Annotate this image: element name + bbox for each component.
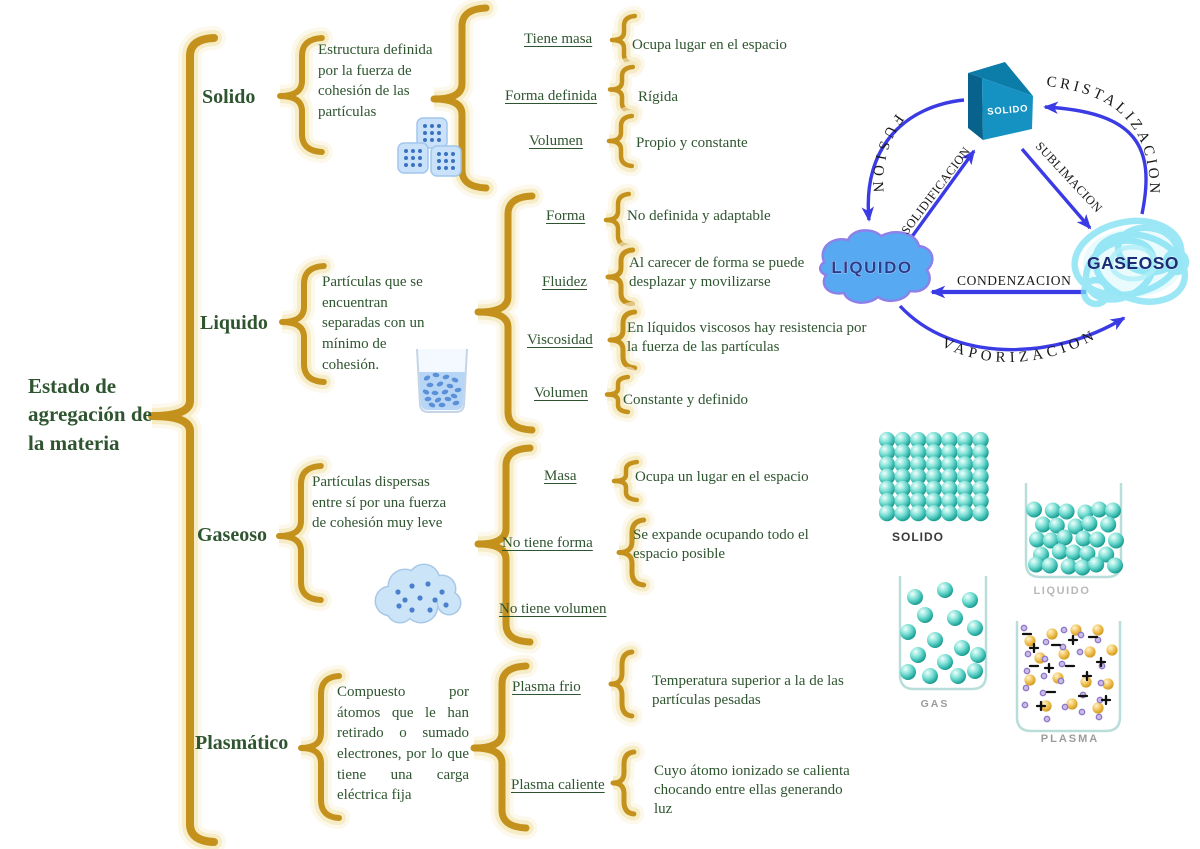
state-cycle-diagram: SOLIDO LIQUIDO GASEOSO (818, 62, 1190, 366)
label-condenzacion: CONDENZACION (957, 273, 1071, 288)
prop-value-plasma-frio: Temperatura superior a la de las partícu… (652, 673, 844, 709)
prop-value-masa: Ocupa un lugar en el espacio (635, 469, 809, 485)
gas-cloud-label: GASEOSO (1087, 253, 1179, 273)
prop-label-fluidez: Fluidez (542, 274, 587, 290)
liquid-blob: LIQUIDO (818, 229, 934, 304)
prop-value-viscosidad: En líquidos viscosos hay resistencia por… (627, 320, 867, 356)
label-solidificacion: SOLIDIFICACION (898, 144, 973, 237)
figure-label-liquid: LIQUIDO (1033, 585, 1090, 597)
prop-label-forma-definida: Forma definida (505, 88, 598, 104)
branch-desc-liquido: Partículas que se encuentran separadas c… (322, 274, 425, 373)
branch-label-solido: Solido (202, 86, 256, 108)
particle-figure-liquid (1024, 483, 1124, 579)
prop-label-forma: Forma (546, 208, 586, 224)
root-title: Estado de agregación de la materia (28, 374, 152, 455)
ice-cubes-illustration (397, 117, 462, 177)
prop-value-volumen-liquido: Constante y definido (623, 392, 748, 408)
branch-desc-solido: Estructura definida por la fuerza de coh… (318, 42, 433, 121)
particle-figure-solid (878, 431, 989, 522)
label-vaporizacion: VAPORIZACION (939, 326, 1100, 366)
branch-label-gaseoso: Gaseoso (197, 524, 267, 546)
arrow-vaporizacion (898, 304, 1126, 352)
prop-label-viscosidad: Viscosidad (527, 332, 593, 348)
prop-label-no-tiene-forma: No tiene forma (502, 535, 593, 551)
label-fusion: FUSION (869, 111, 906, 199)
arrow-cristalizacion (1043, 101, 1148, 215)
arrow-sublimacion (1020, 147, 1092, 230)
prop-label-plasma-frio: Plasma frio (512, 679, 581, 695)
particle-figure-plasma (1015, 621, 1122, 733)
prop-value-fluidez: Al carecer de forma se puede desplazar y… (629, 255, 805, 291)
prop-label-no-tiene-volumen: No tiene volumen (499, 601, 607, 617)
solid-cube: SOLIDO (968, 62, 1033, 140)
brace-layer (148, 0, 655, 849)
figure-label-solid: SOLIDO (892, 530, 944, 544)
prop-value-forma: No definida y adaptable (627, 208, 771, 224)
prop-value-volumen-solido: Propio y constante (636, 135, 748, 151)
particle-figure-gas (898, 576, 988, 691)
branch-desc-gaseoso: Partículas dispersas entre sí por una fu… (312, 474, 447, 532)
prop-label-masa: Masa (544, 468, 577, 484)
liquid-beaker-illustration (416, 348, 468, 413)
prop-label-volumen-liquido: Volumen (534, 385, 588, 401)
solid-cube-label: SOLIDO (987, 103, 1029, 118)
prop-label-plasma-caliente: Plasma caliente (511, 777, 605, 793)
branch-label-plasmatico: Plasmático (195, 732, 289, 754)
prop-label-volumen-solido: Volumen (529, 133, 583, 149)
liquid-blob-label: LIQUIDO (831, 258, 912, 277)
branch-desc-plasmatico: Compuesto por átomos que le han retirado… (337, 684, 469, 804)
prop-value-no-tiene-forma: Se expande ocupando todo el espacio posi… (633, 527, 809, 563)
arrow-fusion (861, 98, 965, 222)
gas-scribble-cloud: GASEOSO (1071, 217, 1190, 308)
branch-label-liquido: Liquido (200, 312, 268, 334)
prop-value-tiene-masa: Ocupa lugar en el espacio (632, 37, 787, 53)
prop-label-tiene-masa: Tiene masa (524, 31, 593, 47)
arrow-solidificacion (909, 149, 976, 239)
figure-label-gas: GAS (921, 698, 950, 710)
prop-value-plasma-caliente: Cuyo átomo ionizado se calienta chocando… (654, 763, 850, 818)
gas-cloud-illustration (374, 563, 462, 624)
figure-label-plasma: PLASMA (1041, 733, 1099, 745)
prop-value-forma-definida: Rígida (638, 89, 678, 105)
